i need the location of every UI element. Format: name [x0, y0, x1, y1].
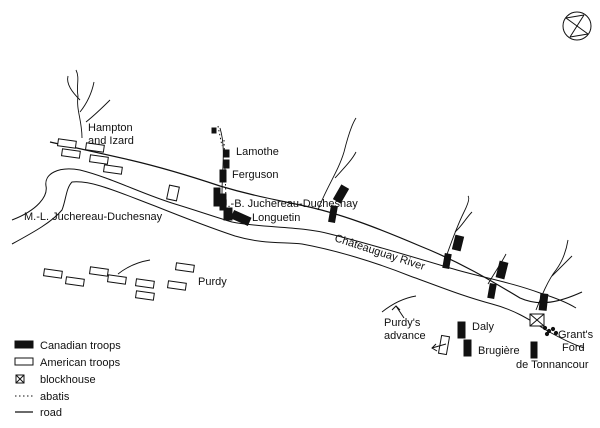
compass-rose-icon [562, 11, 592, 41]
label-lamothe: Lamothe [236, 146, 279, 158]
legend-canadian-swatch [14, 340, 34, 349]
american-troops-hampton [56, 138, 180, 202]
label-ml-juchereau: M.-L. Juchereau-Duchesnay [24, 211, 163, 223]
river-south-bank [11, 181, 585, 349]
label-tonnancour: de Tonnancour [516, 359, 589, 371]
ford-stones [542, 325, 559, 337]
label-ford: Ford [562, 342, 585, 354]
legend-canadian-label: Canadian troops [40, 340, 121, 352]
label-daly: Daly [472, 321, 495, 333]
label-grants: Grant's [558, 329, 594, 341]
label-purdys: Purdy's [384, 317, 421, 329]
label-ferguson: Ferguson [232, 169, 278, 181]
label-brugiere: Brugière [478, 345, 520, 357]
crossed-box-icon [15, 374, 25, 384]
label-jb-juchereau: J.-B. Juchereau-Duchesnay [222, 198, 358, 210]
streams [67, 69, 573, 313]
label-purdy: Purdy [198, 276, 227, 288]
purdys-advance-arrows [391, 305, 447, 352]
legend-american-label: American troops [40, 357, 121, 369]
legend-american-swatch [14, 357, 34, 366]
legend: Canadian troops American troops blockhou… [14, 340, 121, 419]
label-hampton: Hampton [88, 122, 133, 134]
abatis-line [217, 125, 223, 147]
label-advance: advance [384, 330, 426, 342]
label-longuetin: Longuetin [252, 212, 300, 224]
legend-abatis-label: abatis [40, 391, 70, 403]
legend-road-label: road [40, 407, 62, 419]
american-troops-purdy [42, 262, 451, 356]
road [49, 141, 583, 304]
blockhouse-marker [529, 313, 545, 327]
legend-blockhouse-label: blockhouse [40, 374, 96, 386]
canadian-troops [211, 127, 549, 359]
label-and-izard: and Izard [88, 135, 134, 147]
label-river: Châteauguay River [333, 232, 427, 273]
